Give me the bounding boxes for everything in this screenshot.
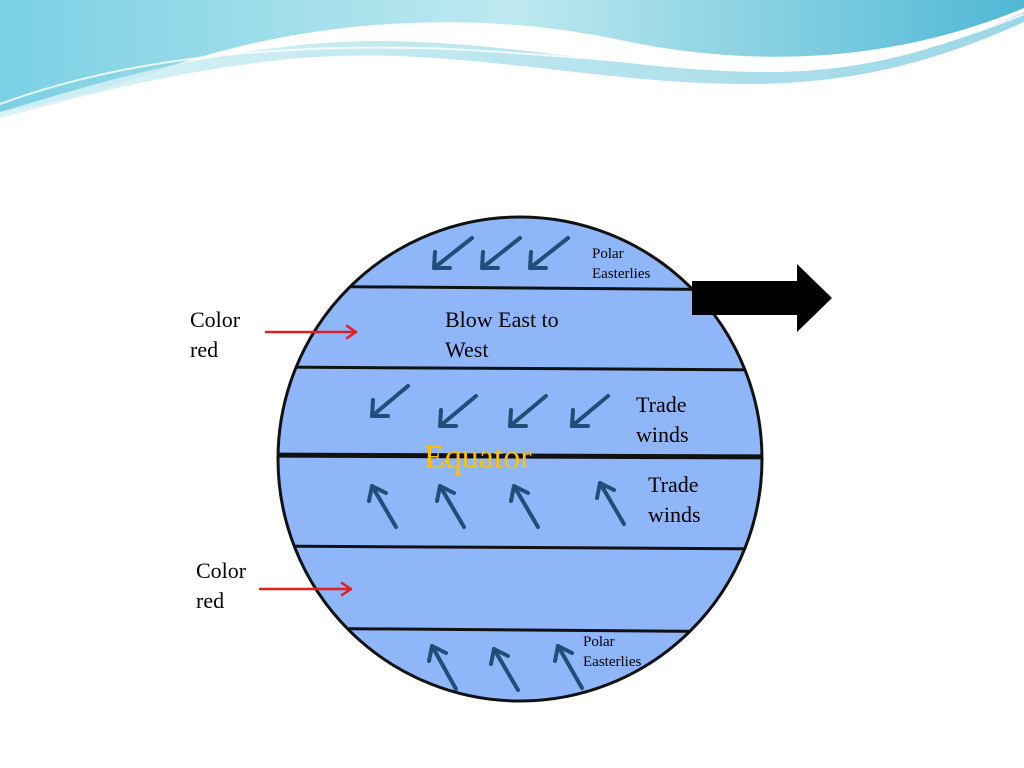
wind-arrow — [427, 644, 458, 691]
trade-winds-north-label: Trade winds — [636, 390, 689, 450]
trade-winds-south-arrows — [367, 481, 626, 529]
label-line: red — [196, 588, 225, 613]
header-wave-decoration — [0, 0, 1024, 118]
wind-arrow — [595, 481, 626, 526]
wind-arrow — [435, 484, 466, 529]
polar-easterlies-bottom-label: Polar Easterlies — [583, 632, 641, 672]
polar-easterlies-south-arrows — [427, 644, 584, 692]
label-line: winds — [648, 502, 701, 527]
label-line: Color — [196, 558, 247, 583]
label-line: winds — [636, 422, 689, 447]
label-line: Easterlies — [592, 266, 651, 282]
trade-winds-north-arrows — [370, 384, 610, 428]
label-line: Polar — [583, 634, 615, 650]
label-line: red — [190, 337, 219, 362]
wind-arrow — [570, 394, 610, 428]
polar-easterlies-top-label: Polar Easterlies — [592, 244, 650, 284]
pointer-arrow-top — [264, 324, 358, 340]
wind-arrow — [489, 647, 520, 692]
label-line: Blow East to — [445, 307, 559, 332]
label-line: Easterlies — [583, 654, 642, 670]
equator-label: Equator — [424, 439, 532, 476]
label-line: Color — [190, 307, 241, 332]
label-line: Polar — [592, 246, 624, 262]
label-line: Trade — [648, 472, 699, 497]
trade-winds-south-label: Trade winds — [648, 470, 701, 530]
color-red-bottom-label: Color red — [196, 556, 246, 616]
rotation-arrow-icon — [692, 264, 832, 332]
wind-arrow — [367, 484, 398, 529]
wind-arrow — [553, 644, 584, 690]
globe-outline — [276, 215, 764, 703]
globe — [278, 217, 762, 701]
wind-arrow — [370, 384, 410, 418]
wind-arrow — [528, 236, 570, 270]
wind-arrow — [438, 394, 478, 428]
wind-arrow — [432, 236, 474, 270]
wind-arrow — [480, 236, 522, 270]
wind-arrow — [508, 394, 548, 428]
color-red-top-label: Color red — [190, 305, 240, 365]
label-line: West — [445, 337, 489, 362]
wind-arrow — [509, 484, 540, 529]
label-line: Trade — [636, 392, 687, 417]
pointer-arrow-bottom — [258, 581, 353, 597]
blow-east-to-west-label: Blow East to West — [445, 305, 559, 365]
polar-easterlies-north-arrows — [432, 236, 570, 270]
